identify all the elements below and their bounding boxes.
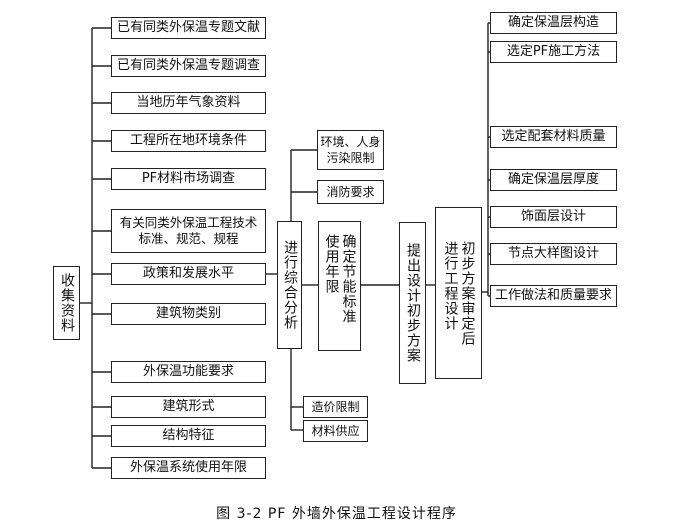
constraint-fire: 消防要求	[317, 180, 384, 204]
input-box: 有关同类外保温工程技术 标准、规范、规程	[111, 209, 266, 253]
output-box: 工作做法和质量要求	[490, 285, 617, 307]
output-label: 节点大样图设计	[507, 246, 599, 261]
output-label: 确定保温层构造	[507, 15, 599, 30]
analysis-box: 进行综合分析	[277, 221, 302, 349]
analysis-label: 进行综合分析	[282, 240, 298, 330]
energy-standard-label: 确定节能标准使用年限	[323, 234, 357, 324]
input-box: 已有同类外保温专题调查	[111, 55, 266, 77]
constraint-cost: 造价限制	[303, 396, 368, 418]
input-label: 政策和发展水平	[142, 266, 234, 281]
input-label: 工程所在地环境条件	[129, 133, 247, 148]
engineering-design-label: 初步方案审定后 进行工程设计	[442, 240, 476, 346]
input-box: PF材料市场调查	[111, 168, 266, 190]
proposal-box: 提出设计初步方案	[399, 222, 426, 384]
input-box: 政策和发展水平	[111, 263, 266, 285]
energy-standard-box: 确定节能标准使用年限	[318, 221, 361, 351]
figure-caption: 图 3-2 PF 外墙外保温工程设计程序	[216, 506, 457, 522]
input-label: 结构特征	[162, 428, 215, 443]
input-label: 建筑物类别	[155, 306, 221, 321]
input-label: 已有同类外保温专题文献	[116, 20, 260, 35]
input-label: 建筑形式	[162, 399, 215, 414]
input-box: 工程所在地环境条件	[111, 130, 266, 152]
proposal-label: 提出设计初步方案	[405, 243, 421, 363]
input-box: 外保温系统使用年限	[111, 457, 266, 479]
input-label: PF材料市场调查	[141, 171, 236, 186]
output-box: 确定保温层厚度	[490, 169, 617, 191]
input-label: 有关同类外保温工程技术 标准、规范、规程	[119, 215, 258, 246]
input-box: 建筑物类别	[111, 303, 266, 325]
input-box: 结构特征	[111, 425, 266, 447]
output-label: 选定配套材料质量	[501, 129, 606, 144]
input-label: 外保温功能要求	[142, 364, 234, 379]
constraint-pollution: 环境、人身 污染限制	[317, 130, 384, 170]
output-box: 确定保温层构造	[490, 12, 617, 34]
input-label: 外保温系统使用年限	[129, 460, 247, 475]
input-box: 建筑形式	[111, 396, 266, 418]
input-box: 外保温功能要求	[111, 361, 266, 383]
collect-data-box: 收集资料	[53, 266, 80, 340]
input-label: 已有同类外保温专题调查	[116, 58, 260, 73]
output-label: 确定保温层厚度	[507, 172, 599, 187]
output-box: 选定PF施工方法	[490, 41, 617, 63]
output-box: 节点大样图设计	[490, 243, 617, 265]
output-label: 选定PF施工方法	[506, 44, 601, 59]
input-label: 当地历年气象资料	[136, 95, 241, 110]
input-box: 已有同类外保温专题文献	[111, 17, 266, 39]
output-box: 饰面层设计	[490, 206, 617, 228]
output-box: 选定配套材料质量	[490, 126, 617, 148]
output-label: 工作做法和质量要求	[494, 288, 612, 303]
engineering-design-box: 初步方案审定后 进行工程设计	[435, 207, 482, 379]
collect-data-label: 收集资料	[59, 273, 75, 333]
input-box: 当地历年气象资料	[111, 92, 266, 114]
constraint-material: 材料供应	[303, 420, 368, 442]
output-label: 饰面层设计	[520, 209, 586, 224]
